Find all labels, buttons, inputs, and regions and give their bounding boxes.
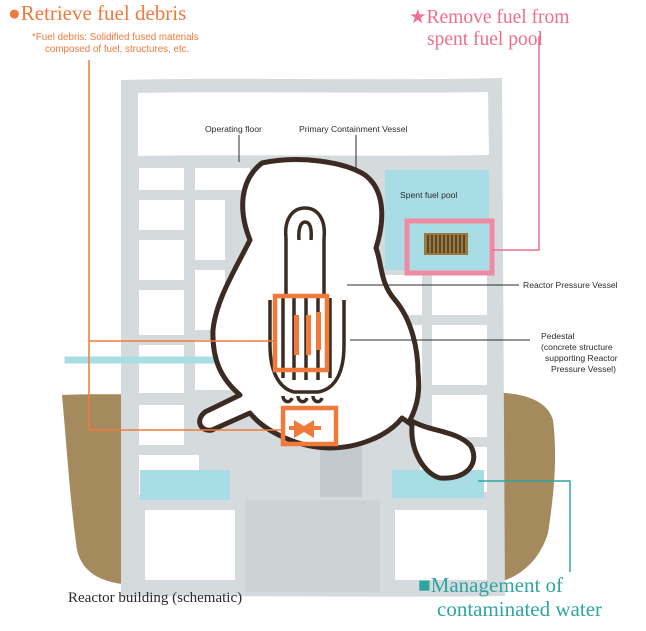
primary-containment-vessel: [197, 157, 477, 481]
label-spent-fuel-pool: Spent fuel pool: [400, 190, 458, 200]
pool-callout: [492, 36, 540, 251]
fuel-assemblies: [424, 233, 468, 255]
label-reactor-pressure-vessel: Reactor Pressure Vessel: [523, 280, 618, 290]
label-pedestal: Pedestal: [541, 331, 575, 341]
heading-retrieve-debris: ●Retrieve fuel debris: [8, 1, 186, 26]
heading-water-management: ■Management of: [418, 573, 563, 598]
fuel-rods: [427, 235, 465, 253]
label-pedestal-line-4: Pressure Vessel): [551, 364, 616, 374]
pool-frame: [404, 218, 495, 276]
heading-pool-line-2: spent fuel pool: [427, 29, 543, 50]
debris-frame-core: [272, 293, 330, 373]
caption-reactor-building: Reactor building (schematic): [68, 590, 243, 606]
label-pedestal-line-3: supporting Reactor: [545, 353, 618, 363]
water-callout: [478, 480, 571, 572]
heading-water-line-2: contaminated water: [437, 597, 603, 621]
star-marker-icon: ★: [409, 7, 427, 28]
label-primary-containment-vessel: Primary Containment Vessel: [299, 124, 408, 134]
label-operating-floor: Operating floor: [205, 124, 262, 134]
heading-remove-fuel: ★Remove fuel from: [409, 5, 569, 29]
water-left: [140, 470, 230, 500]
label-pedestal-line-2: (concrete structure: [541, 342, 613, 352]
fuel-debris-core: [294, 312, 321, 355]
label-leaders: [238, 135, 530, 341]
debris-frame-bottom: [280, 405, 339, 447]
circle-marker-icon: ●: [8, 1, 21, 25]
heading-water-line-1: Management of: [430, 573, 564, 597]
heading-debris-text: Retrieve fuel debris: [20, 1, 187, 25]
debris-callout: [88, 60, 283, 431]
heading-pool-line-1: Remove fuel from: [426, 7, 570, 28]
debris-note-line-1: *Fuel debris: Solidified fused materials: [32, 32, 199, 43]
square-marker-icon: ■: [418, 573, 431, 597]
basemat: [245, 500, 380, 592]
debris-note-line-2: composed of fuel, structures, etc.: [45, 44, 190, 55]
